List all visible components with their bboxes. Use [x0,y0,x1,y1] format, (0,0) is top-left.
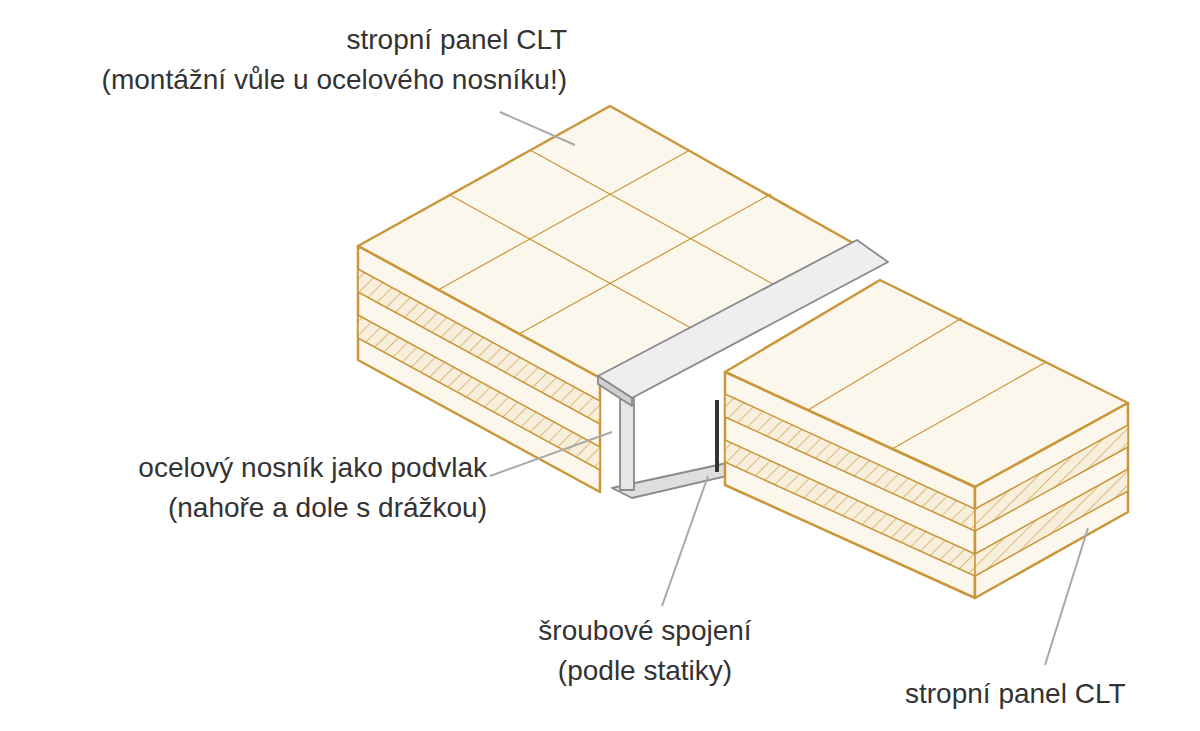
screw [715,400,719,472]
callout-label: (podle statiky) [558,655,732,687]
leader-lines [490,112,1088,665]
left-cross-layer [358,315,600,470]
callout-label: stropní panel CLT [905,678,1126,710]
callout-label: (nahoře a dole s drážkou) [168,492,487,524]
callout-label: ocelový nosník jako podvlak [138,452,487,484]
callout-label: (montážní vůle u ocelového nosníku!) [102,64,567,96]
right-cross-layer [725,440,975,576]
right-panel-side [725,372,975,598]
callout-label: stropní panel CLT [347,24,568,56]
callout-label: šroubové spojení [538,615,751,647]
right-cross-layer [975,469,1128,576]
right-panel-end [975,403,1128,598]
board-lines [808,318,1046,449]
